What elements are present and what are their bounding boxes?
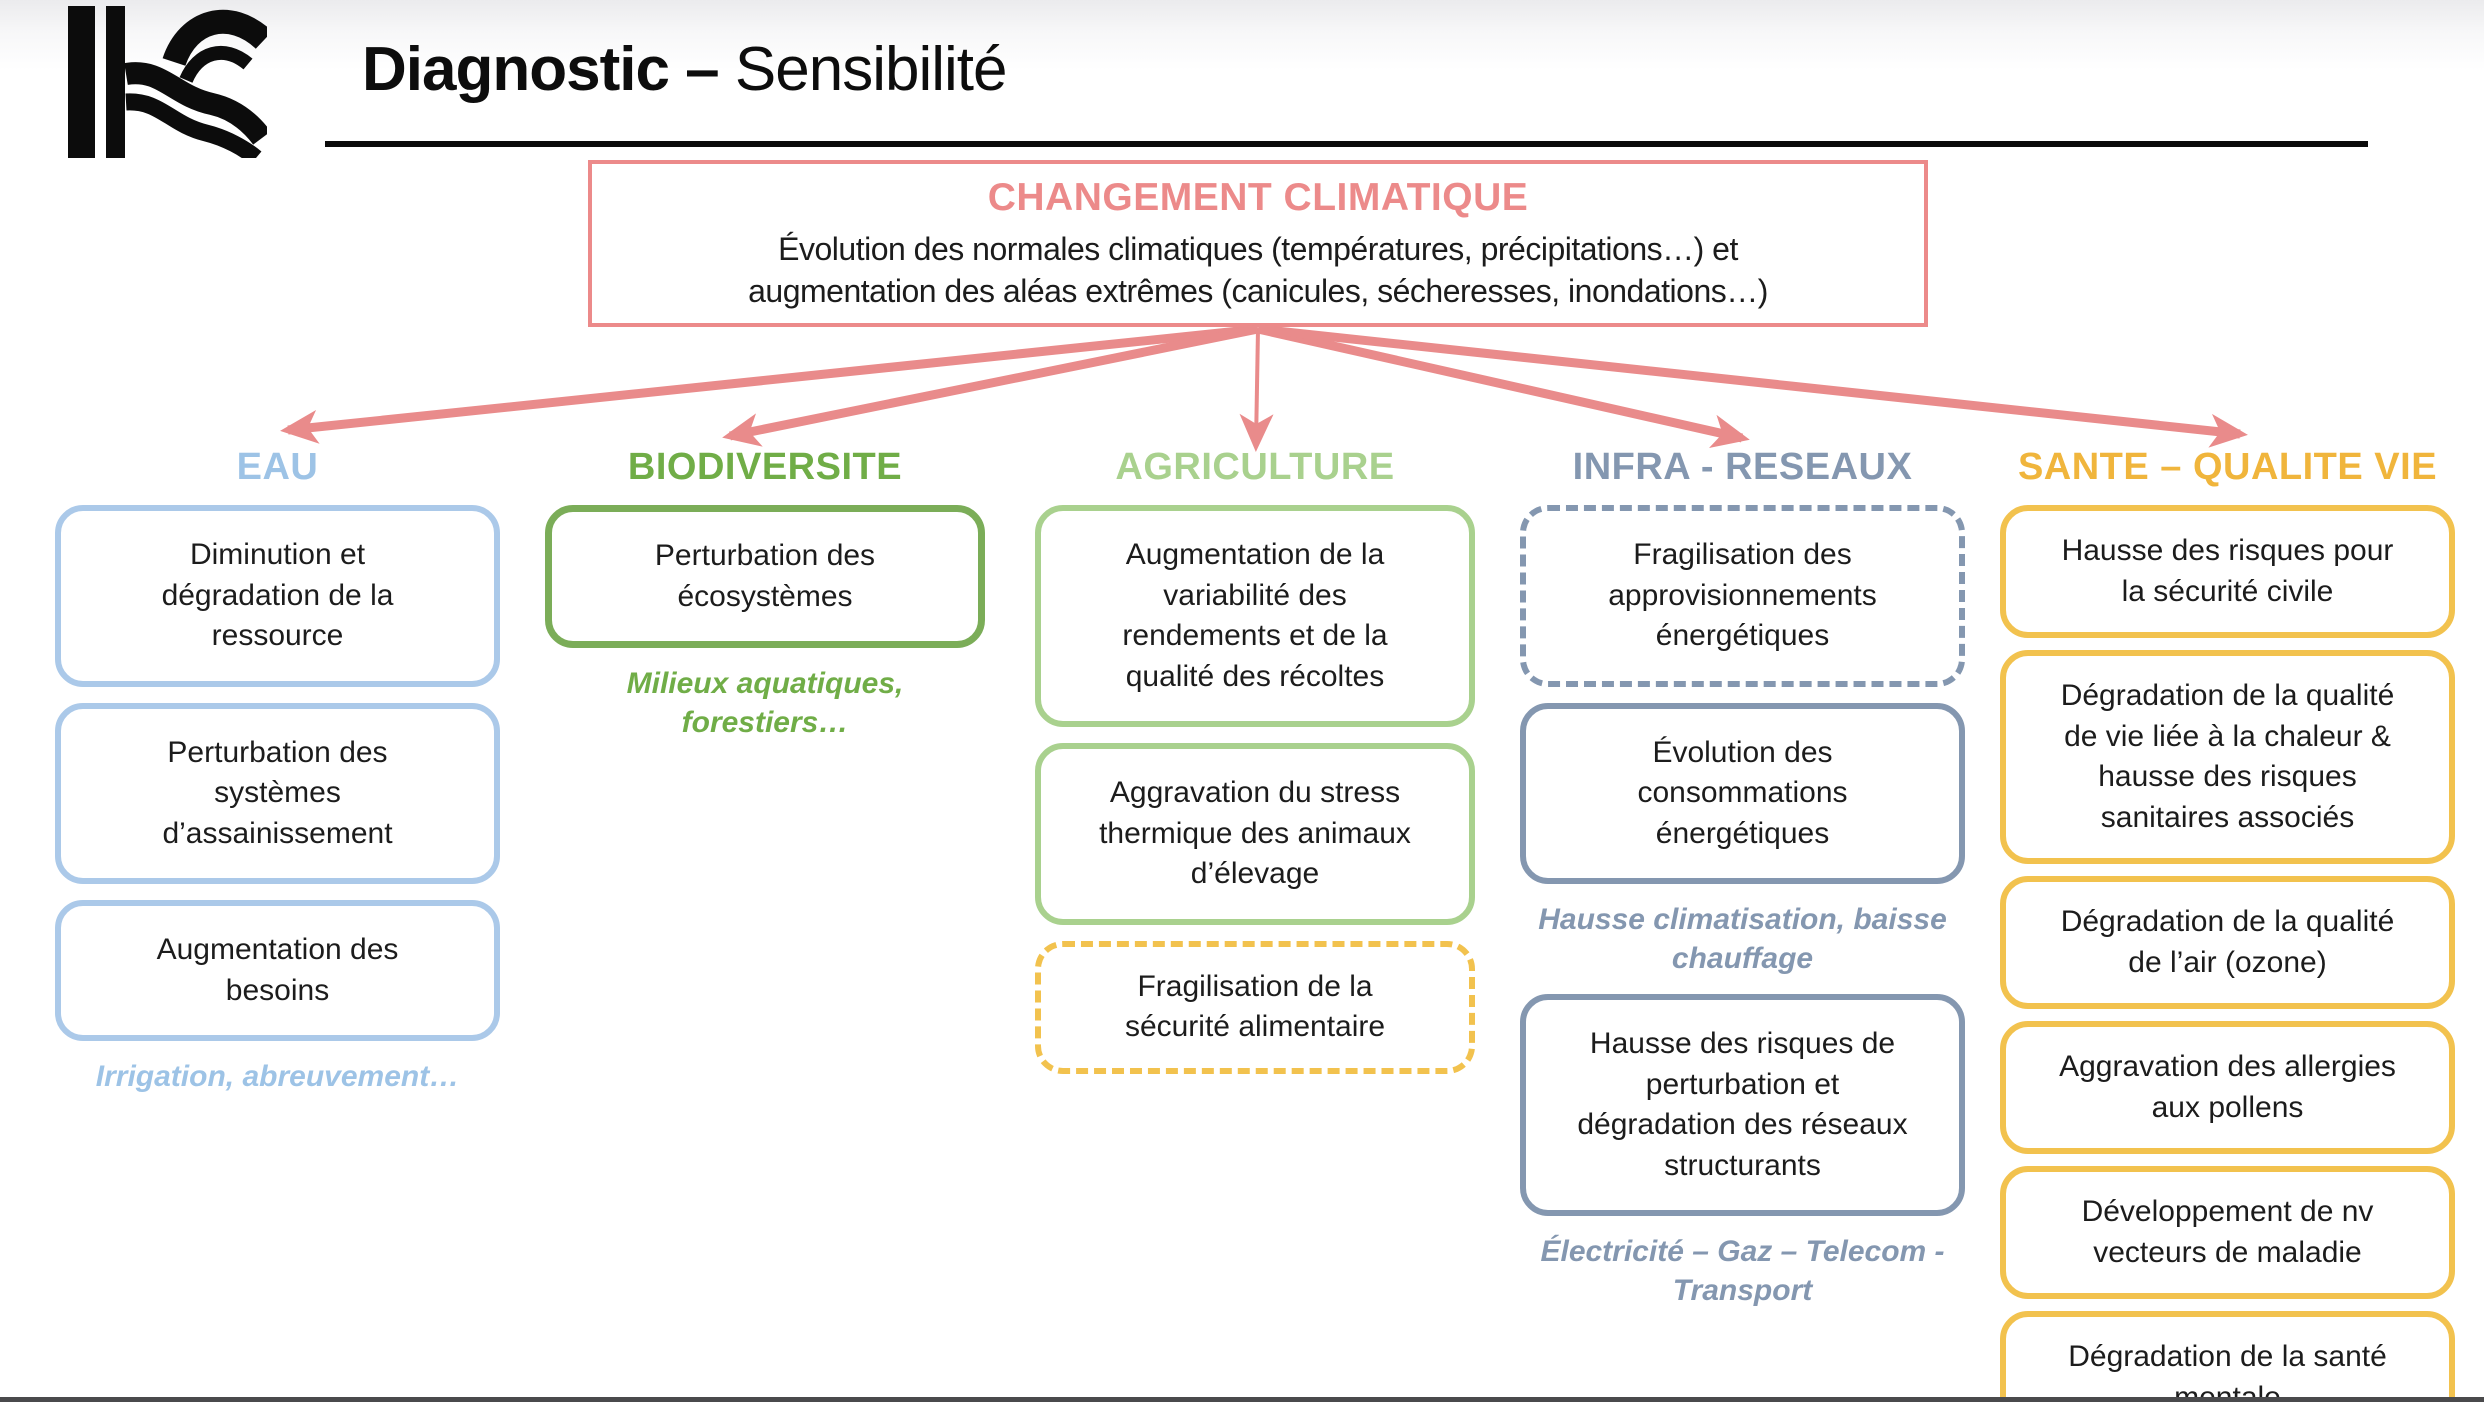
logo-wave-upper — [124, 62, 267, 145]
top-gradient — [0, 0, 2484, 70]
screenshot-bottom-edge — [0, 1397, 2484, 1402]
logo-bar — [106, 6, 125, 158]
impact-box-infra-3: Hausse des risques de perturbation et dé… — [1520, 994, 1965, 1216]
logo-bar — [68, 6, 95, 158]
column-infra-reseaux: INFRA - RESEAUX Fragilisation des approv… — [1520, 446, 1965, 1326]
arrow-to-eau — [280, 324, 1259, 444]
column-sante-title: SANTE – QUALITE VIE — [2017, 446, 2438, 488]
impact-box-eau-1: Diminution et dégradation de la ressourc… — [55, 505, 500, 687]
impact-box-agriculture-1: Augmentation de la variabilité des rende… — [1035, 505, 1475, 727]
impact-box-agriculture-3: Fragilisation de la sécurité alimentaire — [1035, 940, 1475, 1074]
page-title-bold: Diagnostic – — [362, 35, 720, 104]
region-logo — [68, 6, 267, 158]
arrow-to-agriculture — [1239, 328, 1274, 452]
column-biodiversite-title: BIODIVERSITE — [627, 446, 903, 488]
page-title-regular: Sensibilité — [734, 35, 1008, 104]
title-underline — [325, 141, 2368, 147]
impact-box-sante-3: Dégradation de la qualité de l’air (ozon… — [2000, 876, 2455, 1009]
impact-box-sante-6: Dégradation de la santé mentale — [2000, 1311, 2455, 1402]
changement-climatique-line1: Évolution des normales climatiques (temp… — [778, 231, 1738, 267]
column-agriculture: AGRICULTURE Augmentation de la variabili… — [1035, 446, 1475, 1086]
column-eau: EAU Diminution et dégradation de la ress… — [55, 446, 500, 1112]
changement-climatique-line2: augmentation des aléas extrêmes (canicul… — [748, 273, 1768, 310]
arrow-to-biodiversite — [722, 324, 1259, 447]
impact-box-sante-1: Hausse des risques pour la sécurité civi… — [2000, 505, 2455, 638]
column-infra-title: INFRA - RESEAUX — [1572, 446, 1913, 488]
impact-box-infra-2: Évolution des consommations énergétiques — [1520, 702, 1965, 884]
changement-climatique-box: CHANGEMENT CLIMATIQUE Évolution des norm… — [588, 160, 1928, 327]
column-biodiversite: BIODIVERSITE Perturbation des écosystème… — [545, 446, 985, 758]
caption-infra-2: Électricité – Gaz – Telecom - Transport — [1540, 1235, 1945, 1307]
caption-infra-1: Hausse climatisation, baisse chauffage — [1538, 903, 1947, 975]
logo-arc-outer — [162, 9, 267, 67]
impact-box-sante-4: Aggravation des allergies aux pollens — [2000, 1021, 2455, 1154]
caption-eau: Irrigation, abreuvement… — [95, 1060, 460, 1093]
impact-box-sante-5: Développement de nv vecteurs de maladie — [2000, 1166, 2455, 1299]
impact-box-eau-2: Perturbation des systèmes d’assainisseme… — [55, 702, 500, 884]
arrow-to-sante — [1257, 324, 2248, 448]
impact-box-biodiversite-1: Perturbation des écosystèmes — [545, 505, 985, 648]
impact-box-sante-2: Dégradation de la qualité de vie liée à … — [2000, 650, 2455, 864]
column-sante-qualite-vie: SANTE – QUALITE VIE Hausse des risques p… — [2000, 446, 2455, 1402]
page-title: Diagnostic – Sensibilité — [362, 34, 1008, 105]
column-agriculture-title: AGRICULTURE — [1115, 446, 1395, 488]
column-eau-title: EAU — [236, 446, 319, 488]
logo-wave-lower — [125, 93, 262, 158]
caption-biodiversite: Milieux aquatiques, forestiers… — [626, 667, 904, 739]
impact-box-infra-1: Fragilisation des approvisionnements éne… — [1520, 505, 1965, 687]
arrow-to-infra — [1257, 324, 1750, 448]
logo-arc-inner — [179, 45, 253, 84]
impact-box-agriculture-2: Aggravation du stress thermique des anim… — [1035, 743, 1475, 925]
impact-box-eau-3: Augmentation des besoins — [55, 900, 500, 1041]
changement-climatique-title: CHANGEMENT CLIMATIQUE — [987, 176, 1529, 219]
